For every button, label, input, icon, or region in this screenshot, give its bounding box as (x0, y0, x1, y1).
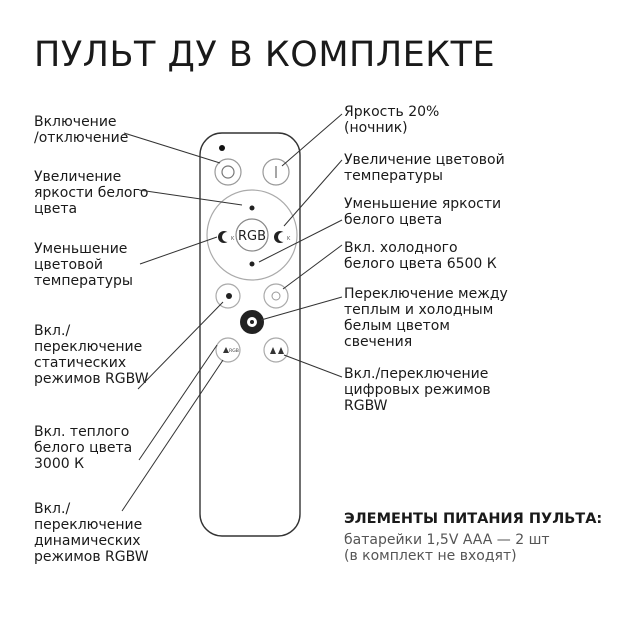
svg-text:K: K (287, 236, 291, 242)
svg-text:K: K (231, 236, 235, 242)
label-brightness-down: Уменьшение яркости белого цвета (344, 196, 502, 228)
cold-white-button[interactable] (263, 283, 289, 309)
warm-white-button[interactable] (215, 283, 241, 309)
digital-rgbw-button[interactable] (263, 337, 289, 363)
label-color-temp-down: Уменьшение цветовой температуры (34, 241, 133, 289)
label-warm-white: Вкл. теплого белого цвета 3000 К (34, 424, 133, 472)
brightness-up-dot (249, 205, 255, 211)
label-color-temp-up: Увеличение цветовой температуры (344, 152, 505, 184)
warm-cold-switch-button[interactable] (240, 310, 264, 334)
label-warm-cold-switch: Переключение между теплым и холодным бел… (344, 286, 508, 350)
rgb-center-label: RGB (238, 229, 266, 244)
temp-down-icon: K (218, 231, 235, 243)
label-digital-rgbw: Вкл./переключение цифровых режимов RGBW (344, 366, 491, 414)
label-power-toggle: Включение /отключение (34, 114, 129, 146)
power-title: ЭЛЕМЕНТЫ ПИТАНИЯ ПУЛЬТА: (344, 511, 603, 527)
label-dynamic-rgbw: Вкл./ переключение динамических режимов … (34, 501, 149, 565)
brightness-down-dot (249, 261, 255, 267)
label-night-mode: Яркость 20% (ночник) (344, 104, 440, 136)
temp-up-icon: K (274, 231, 291, 243)
power-icon (221, 165, 235, 179)
leader-lines (121, 113, 343, 512)
label-brightness-up: Увеличение яркости белого цвета (34, 169, 149, 217)
label-cold-white: Вкл. холодного белого цвета 6500 К (344, 240, 497, 272)
remote-led (219, 145, 225, 151)
sun-icon (271, 291, 281, 301)
static-rgbw-button[interactable]: RGB (215, 337, 241, 363)
label-static-rgbw: Вкл./ переключение статических режимов R… (34, 323, 149, 387)
power-button[interactable] (214, 158, 242, 186)
power-text: батарейки 1,5V AAA — 2 шт (в комплект не… (344, 532, 550, 564)
page-title: ПУЛЬТ ДУ В КОМПЛЕКТЕ (34, 35, 496, 75)
rgb-small-label: RGB (229, 348, 239, 354)
rgb-center-button (235, 218, 269, 252)
